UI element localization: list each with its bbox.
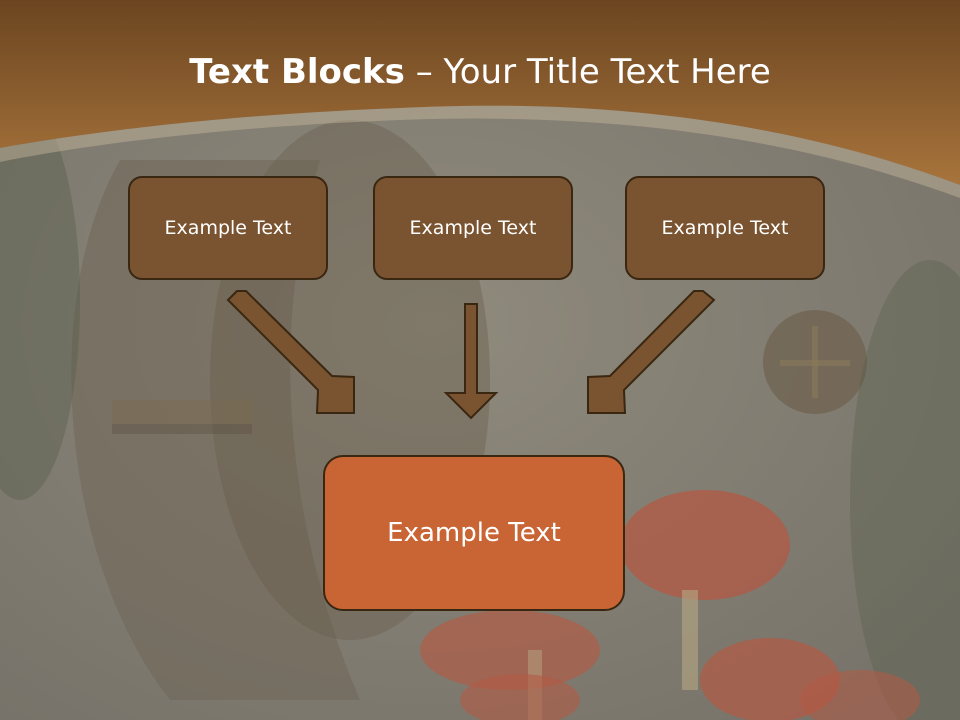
top-box-center-label: Example Text <box>409 217 537 239</box>
top-box-left-label: Example Text <box>164 217 292 239</box>
top-box-center[interactable]: Example Text <box>373 176 573 280</box>
main-box-label: Example Text <box>387 518 561 548</box>
page-title: Text Blocks – Your Title Text Here <box>0 52 960 92</box>
top-box-right-label: Example Text <box>661 217 789 239</box>
main-box[interactable]: Example Text <box>323 455 625 611</box>
top-box-left[interactable]: Example Text <box>128 176 328 280</box>
title-rest: – Your Title Text Here <box>404 52 771 92</box>
top-box-right[interactable]: Example Text <box>625 176 825 280</box>
title-bold: Text Blocks <box>189 52 405 92</box>
